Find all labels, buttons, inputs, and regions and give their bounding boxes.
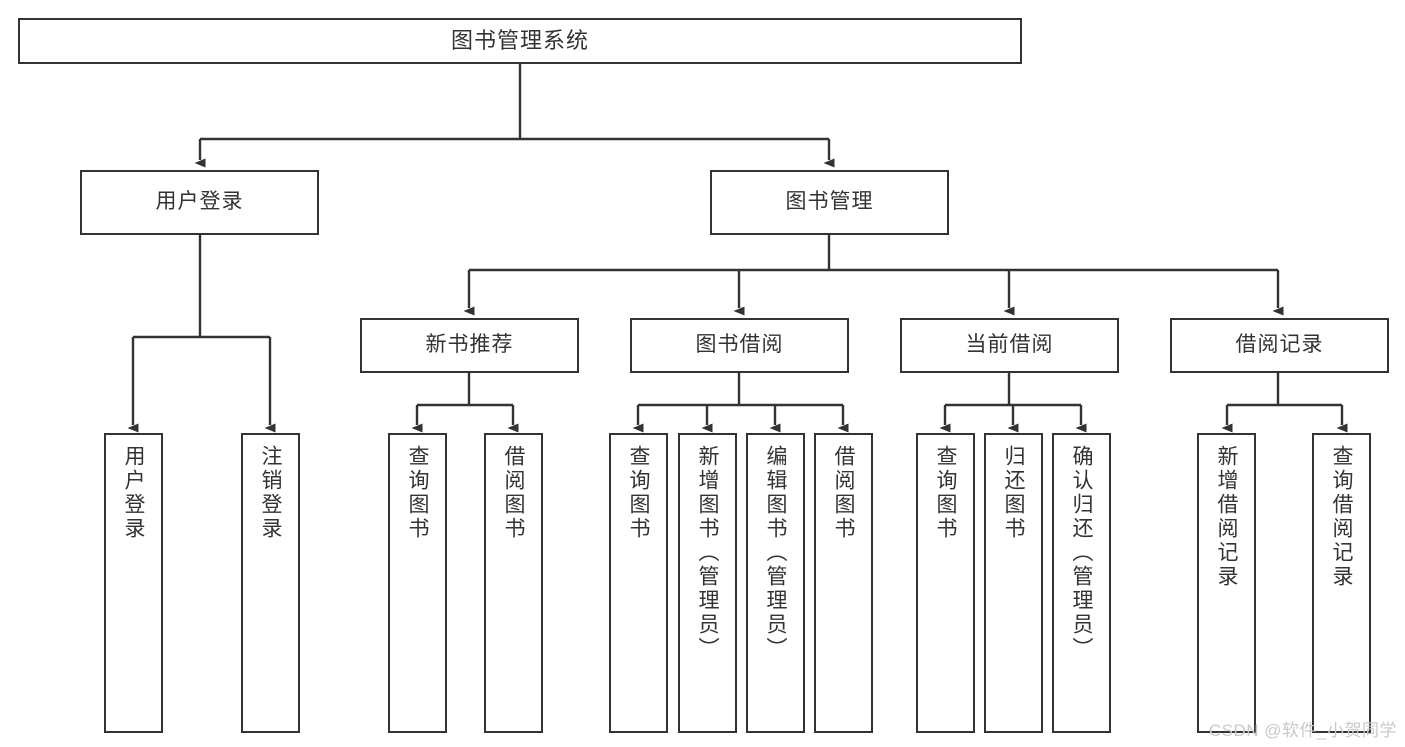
node-book-manage[interactable]: 图书管理 xyxy=(710,170,949,235)
node-leaf-user-login[interactable]: 用户登录 xyxy=(104,433,163,733)
node-leaf-user-login-label: 用户登录 xyxy=(122,445,145,541)
node-leaf-query-record[interactable]: 查询借阅记录 xyxy=(1312,433,1371,733)
node-user-login[interactable]: 用户登录 xyxy=(80,170,319,235)
node-leaf-query-book-2[interactable]: 查询图书 xyxy=(609,433,668,733)
node-current-borrow-label: 当前借阅 xyxy=(965,333,1054,357)
node-root[interactable]: 图书管理系统 xyxy=(18,18,1022,64)
node-leaf-logout-login[interactable]: 注销登录 xyxy=(241,433,300,733)
node-leaf-borrow-book-1[interactable]: 借阅图书 xyxy=(484,433,543,733)
node-leaf-query-book-3-label: 查询图书 xyxy=(934,445,957,541)
csdn-watermark: CSDN @软件_小贺同学 xyxy=(1208,721,1397,740)
node-leaf-query-record-label: 查询借阅记录 xyxy=(1330,445,1353,589)
node-current-borrow[interactable]: 当前借阅 xyxy=(900,318,1119,373)
node-leaf-add-record-label: 新增借阅记录 xyxy=(1215,445,1238,589)
node-leaf-add-book-label: 新增图书（管理员） xyxy=(696,445,719,661)
node-user-login-label: 用户登录 xyxy=(155,190,244,214)
node-leaf-confirm-return[interactable]: 确认归还（管理员） xyxy=(1052,433,1111,733)
node-leaf-edit-book-label: 编辑图书（管理员） xyxy=(764,445,787,661)
node-borrow-record[interactable]: 借阅记录 xyxy=(1170,318,1389,373)
node-new-book-recommend[interactable]: 新书推荐 xyxy=(360,318,579,373)
node-leaf-confirm-return-label: 确认归还（管理员） xyxy=(1070,445,1093,661)
node-book-borrow[interactable]: 图书借阅 xyxy=(630,318,849,373)
node-leaf-return-book-label: 归还图书 xyxy=(1002,445,1025,541)
node-borrow-record-label: 借阅记录 xyxy=(1235,333,1324,357)
node-leaf-add-record[interactable]: 新增借阅记录 xyxy=(1197,433,1256,733)
node-leaf-borrow-book-2[interactable]: 借阅图书 xyxy=(814,433,873,733)
node-leaf-query-book-3[interactable]: 查询图书 xyxy=(916,433,975,733)
node-leaf-borrow-book-2-label: 借阅图书 xyxy=(832,445,855,541)
node-new-book-recommend-label: 新书推荐 xyxy=(425,333,514,357)
node-leaf-return-book[interactable]: 归还图书 xyxy=(984,433,1043,733)
node-leaf-query-book-2-label: 查询图书 xyxy=(627,445,650,541)
node-book-manage-label: 图书管理 xyxy=(785,190,874,214)
node-leaf-logout-login-label: 注销登录 xyxy=(259,445,282,541)
node-root-label: 图书管理系统 xyxy=(450,28,589,54)
node-leaf-query-book-1[interactable]: 查询图书 xyxy=(388,433,447,733)
node-leaf-borrow-book-1-label: 借阅图书 xyxy=(502,445,525,541)
node-leaf-add-book[interactable]: 新增图书（管理员） xyxy=(678,433,737,733)
node-leaf-edit-book[interactable]: 编辑图书（管理员） xyxy=(746,433,805,733)
node-book-borrow-label: 图书借阅 xyxy=(695,333,784,357)
node-leaf-query-book-1-label: 查询图书 xyxy=(406,445,429,541)
